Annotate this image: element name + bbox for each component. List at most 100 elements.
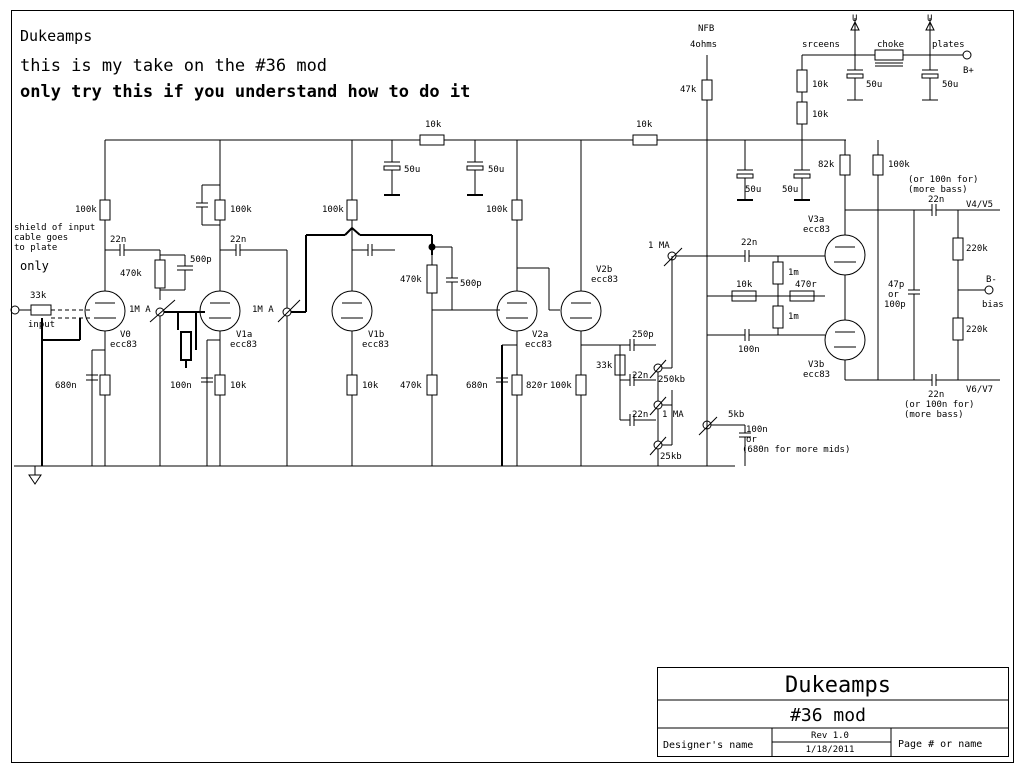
shield-note-1: shield of input xyxy=(14,223,95,233)
v1a-label: V1a xyxy=(236,330,252,340)
c250-label: 250p xyxy=(632,330,654,340)
tube-v2b xyxy=(560,290,602,332)
r33-label: 33k xyxy=(596,361,613,371)
c100-pi-label: 100n xyxy=(738,345,760,355)
v1a-type-label: ecc83 xyxy=(230,340,257,350)
tb-company: Dukeamps xyxy=(785,673,891,698)
v2a-r820-label: 820r xyxy=(526,381,548,391)
description-line: this is my take on the #36 mod xyxy=(20,56,328,76)
b-minus-label: B- xyxy=(986,275,997,285)
c500-b-label: 500p xyxy=(460,279,482,289)
c100-a-label: 100n xyxy=(170,381,192,391)
c47p-label-2: or xyxy=(888,290,899,300)
v0-cath-label: 680n xyxy=(55,381,77,391)
v3a-type-label: ecc83 xyxy=(803,225,830,235)
pot-1m-a-first xyxy=(155,307,165,317)
v1b-type-label: ecc83 xyxy=(362,340,389,350)
tube-v2a xyxy=(496,290,538,332)
pot-1ma-pi-label: 1 MA xyxy=(648,241,670,251)
r10-scr1-label: 10k xyxy=(812,80,829,90)
tube-v1b xyxy=(331,290,373,332)
sheet-border xyxy=(11,10,1014,763)
v6v7-label: V6/V7 xyxy=(966,385,993,395)
v3a-label: V3a xyxy=(808,215,824,225)
choke-label: choke xyxy=(877,40,904,50)
nfb-ohms-label: 4ohms xyxy=(690,40,717,50)
pot-1ma-a-label: 1M A xyxy=(129,305,151,315)
tb-date: 1/18/2011 xyxy=(806,745,855,755)
c22-b-label: 22n xyxy=(230,235,246,245)
brand-label: Dukeamps xyxy=(20,27,93,45)
note-top-1: (or 100n for) xyxy=(908,175,978,185)
r470r-label: 470r xyxy=(795,280,817,290)
tb-rev: Rev 1.0 xyxy=(811,731,849,741)
v1b-label: V1b xyxy=(368,330,384,340)
r470-c-label: 470k xyxy=(400,381,422,391)
pot-1m-a-second xyxy=(282,307,292,317)
tube-v3a xyxy=(824,234,866,276)
tube-v1a xyxy=(199,290,241,332)
r470-b-label: 470k xyxy=(400,275,422,285)
title-block xyxy=(657,667,1009,757)
c22-pi-label: 22n xyxy=(741,238,757,248)
screens-label: srceens xyxy=(802,40,840,50)
b-plus-label: B+ xyxy=(963,66,974,76)
input-jack xyxy=(10,305,20,315)
v3b-type-label: ecc83 xyxy=(803,370,830,380)
c22-t2-label: 22n xyxy=(632,410,648,420)
r10-b-label: 10k xyxy=(362,381,379,391)
c47p-label-1: 47p xyxy=(888,280,904,290)
r220-a-label: 220k xyxy=(966,244,988,254)
v2a-plate-label: 100k xyxy=(486,205,508,215)
cap50-e-label: 50u xyxy=(866,80,882,90)
v2a-label: V2a xyxy=(532,330,548,340)
c47p-label-3: 100p xyxy=(884,300,906,310)
cap50-f-label: 50u xyxy=(942,80,958,90)
r-33k-input-label: 33k xyxy=(30,291,47,301)
r10-rail2-label: 10k xyxy=(636,120,653,130)
c22-bot-label: 22n xyxy=(928,390,944,400)
tb-page: Page # or name xyxy=(898,739,982,750)
v2b-type-label: ecc83 xyxy=(591,275,618,285)
tb-title: #36 mod xyxy=(790,705,866,726)
c22-a-label: 22n xyxy=(110,235,126,245)
r1m-b-label: 1m xyxy=(788,312,799,322)
tube-v0 xyxy=(84,290,126,332)
cap50-c-label: 50u xyxy=(745,185,761,195)
cap50-b-label: 50u xyxy=(488,165,504,175)
v0-label: V0 xyxy=(120,330,131,340)
u1-label: U xyxy=(852,14,857,24)
u2-label: U xyxy=(927,14,932,24)
shield-note-2: cable goes xyxy=(14,233,68,243)
tb-designer: Designer's name xyxy=(663,740,753,751)
r100k-pi-label: 100k xyxy=(888,160,910,170)
note-bot-1: (or 100n for) xyxy=(904,400,974,410)
v1a-plate-label: 100k xyxy=(230,205,252,215)
input-label: input xyxy=(28,320,55,330)
resistor-100k-v0 xyxy=(99,199,111,221)
v0-plate-label: 100k xyxy=(75,205,97,215)
v4v5-label: V4/V5 xyxy=(966,200,993,210)
plates-label: plates xyxy=(932,40,965,50)
only-label: only xyxy=(20,259,49,273)
pot5k-label: 5kb xyxy=(728,410,744,420)
c-mid-label-3: (680n for more mids) xyxy=(742,445,850,455)
r10-scr2-label: 10k xyxy=(812,110,829,120)
tube-v3b xyxy=(824,319,866,361)
pot-1ma-b-label: 1M A xyxy=(252,305,274,315)
c500-a-label: 500p xyxy=(190,255,212,265)
nfb-label: NFB xyxy=(698,24,714,34)
c22-t1-label: 22n xyxy=(632,371,648,381)
warning-line: only try this if you understand how to d… xyxy=(20,82,471,102)
r1m-a-label: 1m xyxy=(788,268,799,278)
cap50-d-label: 50u xyxy=(782,185,798,195)
r470-a-label: 470k xyxy=(120,269,142,279)
v2b-label: V2b xyxy=(596,265,612,275)
v2a-c680-label: 680n xyxy=(466,381,488,391)
ground-symbol xyxy=(28,474,42,485)
resistor-33k-input xyxy=(30,304,52,316)
v0-type-label: ecc83 xyxy=(110,340,137,350)
r47k-label: 47k xyxy=(680,85,697,95)
